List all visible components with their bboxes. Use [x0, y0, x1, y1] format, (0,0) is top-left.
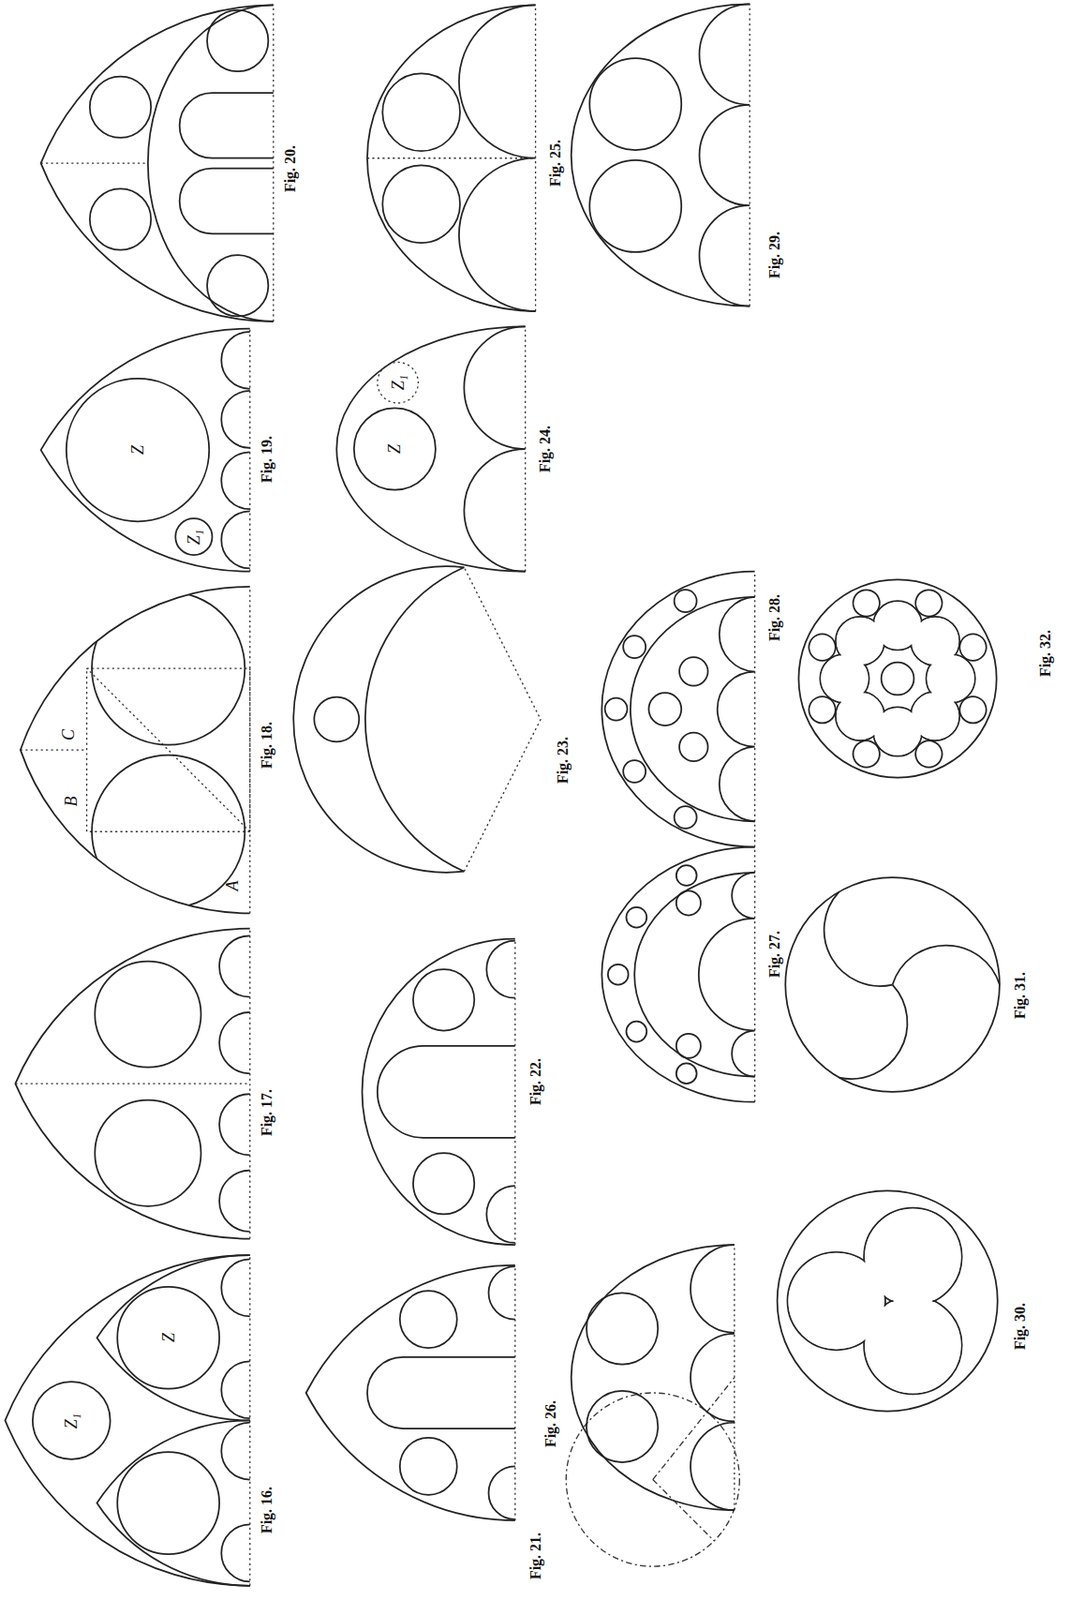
construction-circle — [565, 1377, 740, 1566]
round-arch-tracery — [601, 846, 755, 1102]
round-arch-tracery — [367, 4, 536, 312]
point-letter: Z — [129, 445, 147, 455]
pointed-arch-tracery — [41, 328, 251, 572]
point-letter: C — [59, 728, 77, 741]
figure-number: Fig. 27. — [767, 930, 783, 978]
pointed-arch-tracery — [41, 4, 274, 321]
figure-number: Fig. 26. — [543, 1399, 559, 1447]
figure-number: Fig. 32. — [1038, 629, 1054, 677]
figure-number: Fig. 18. — [259, 721, 275, 769]
trefoil-rose — [777, 1189, 998, 1411]
point-letter: Z₁ — [185, 529, 203, 545]
point-letter: Z₁ — [389, 374, 407, 390]
pointed-arch-tracery — [20, 586, 251, 913]
round-arch-tracery — [571, 1244, 735, 1510]
figure-number: Fig. 17. — [259, 1088, 275, 1136]
pointed-arch-tracery — [4, 1254, 250, 1586]
figure-number: Fig. 29. — [767, 231, 783, 279]
point-letter: Z₁ — [62, 1411, 80, 1427]
figure-number: Fig. 22. — [528, 1057, 544, 1105]
point-letter: Z — [160, 1332, 178, 1342]
pointed-arch-tracery — [14, 928, 250, 1239]
figure-number: Fig. 21. — [528, 1531, 544, 1579]
point-letter: A — [223, 880, 241, 891]
multifoil-rose — [798, 579, 996, 777]
figure-number: Fig. 28. — [767, 593, 783, 641]
figure-number: Fig. 30. — [1012, 1302, 1028, 1350]
figure-number: Fig. 19. — [259, 435, 275, 483]
round-arch-tracery — [362, 938, 516, 1246]
point-letter: Z — [386, 444, 403, 454]
round-arch-tracery — [601, 571, 755, 847]
pointed-arch-tracery — [306, 1264, 516, 1520]
figure-number: Fig. 24. — [537, 425, 553, 473]
figure-number: Fig. 16. — [259, 1485, 275, 1533]
figure-number: Fig. 20. — [282, 145, 298, 193]
point-letter: B — [62, 795, 80, 806]
figure-number: Fig. 23. — [555, 736, 571, 784]
triskele-rose — [785, 876, 1000, 1097]
segment-construction — [293, 565, 541, 873]
round-arch-tracery — [336, 326, 525, 571]
round-arch-tracery — [571, 3, 751, 306]
figure-number: Fig. 31. — [1012, 970, 1028, 1018]
figure-number: Fig. 25. — [548, 139, 564, 187]
